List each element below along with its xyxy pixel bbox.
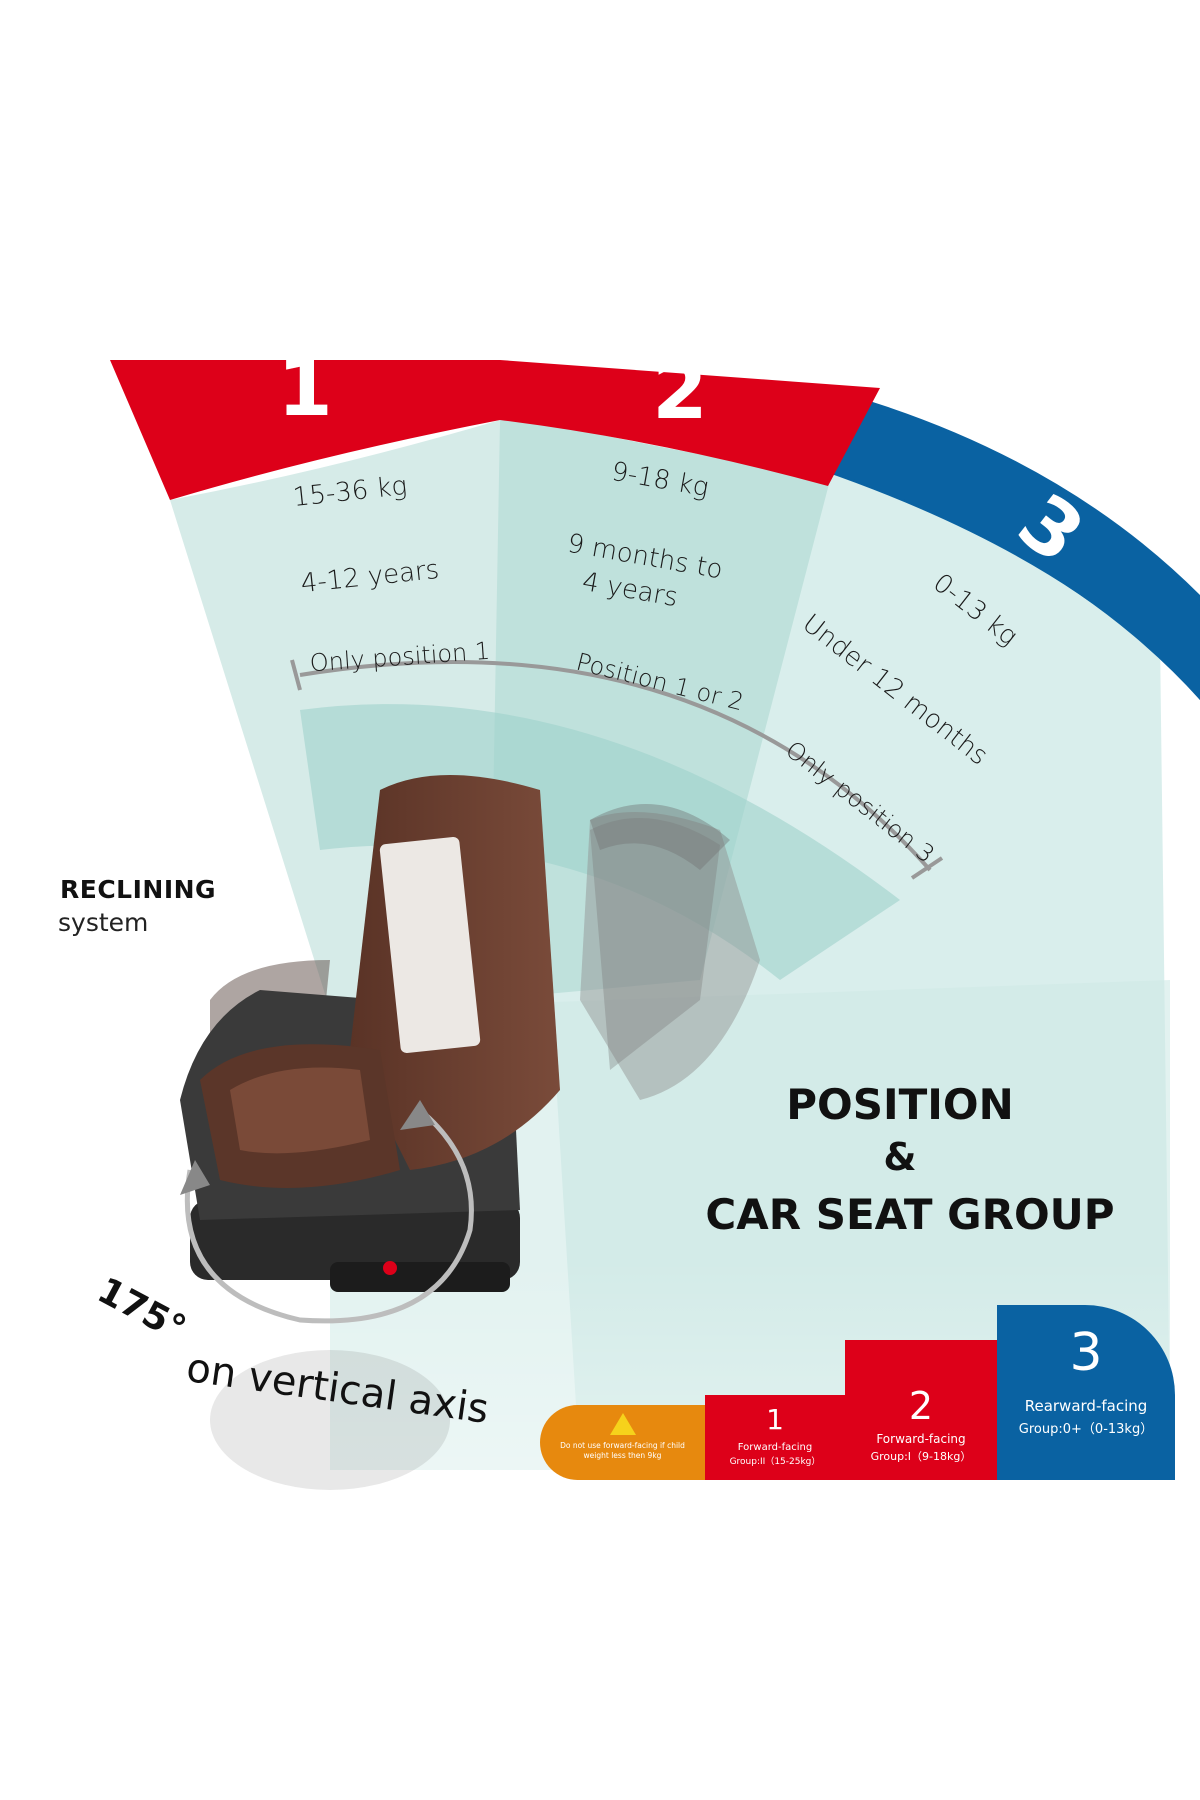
position-arc-line <box>299 660 932 872</box>
legend-item-2-number: 2 <box>908 1384 934 1428</box>
legend-item-1-label: Forward-facing <box>737 1442 813 1453</box>
legend-item-3-group: Group:0+（0-13kg） <box>1018 1422 1154 1437</box>
legend-item-1-group: Group:II（15-25kg） <box>729 1457 821 1467</box>
segment-2-number: 2 <box>652 344 708 437</box>
position-title-line1: POSITION <box>786 1080 1014 1129</box>
legend-item-1: 1 Forward-facing Group:II（15-25kg） <box>705 1395 845 1480</box>
position-title-line2: & <box>883 1135 917 1179</box>
reclining-subtitle: system <box>58 908 149 937</box>
legend-item-3-label: Rearward-facing <box>1024 1397 1148 1415</box>
car-seat-illustration <box>180 775 760 1490</box>
reclining-title: RECLINING <box>60 875 217 904</box>
warning-triangle-icon <box>609 1413 636 1435</box>
legend-item-2: 2 Forward-facing Group:I（9-18kg） <box>845 1340 997 1480</box>
legend-item-2-group: Group:I（9-18kg） <box>870 1450 972 1463</box>
segment-1-number: 1 <box>277 341 333 434</box>
legend-item-2-label: Forward-facing <box>876 1432 966 1446</box>
position-title-line3: CAR SEAT GROUP <box>705 1190 1115 1239</box>
legend-warning: Do not use forward-facing if child weigh… <box>540 1405 705 1480</box>
legend-item-3: 3 Rearward-facing Group:0+（0-13kg） <box>997 1305 1175 1480</box>
legend-item-3-number: 3 <box>1069 1323 1103 1383</box>
legend-warning-text: Do not use forward-facing if child weigh… <box>560 1441 685 1460</box>
legend-item-1-number: 1 <box>766 1403 784 1436</box>
